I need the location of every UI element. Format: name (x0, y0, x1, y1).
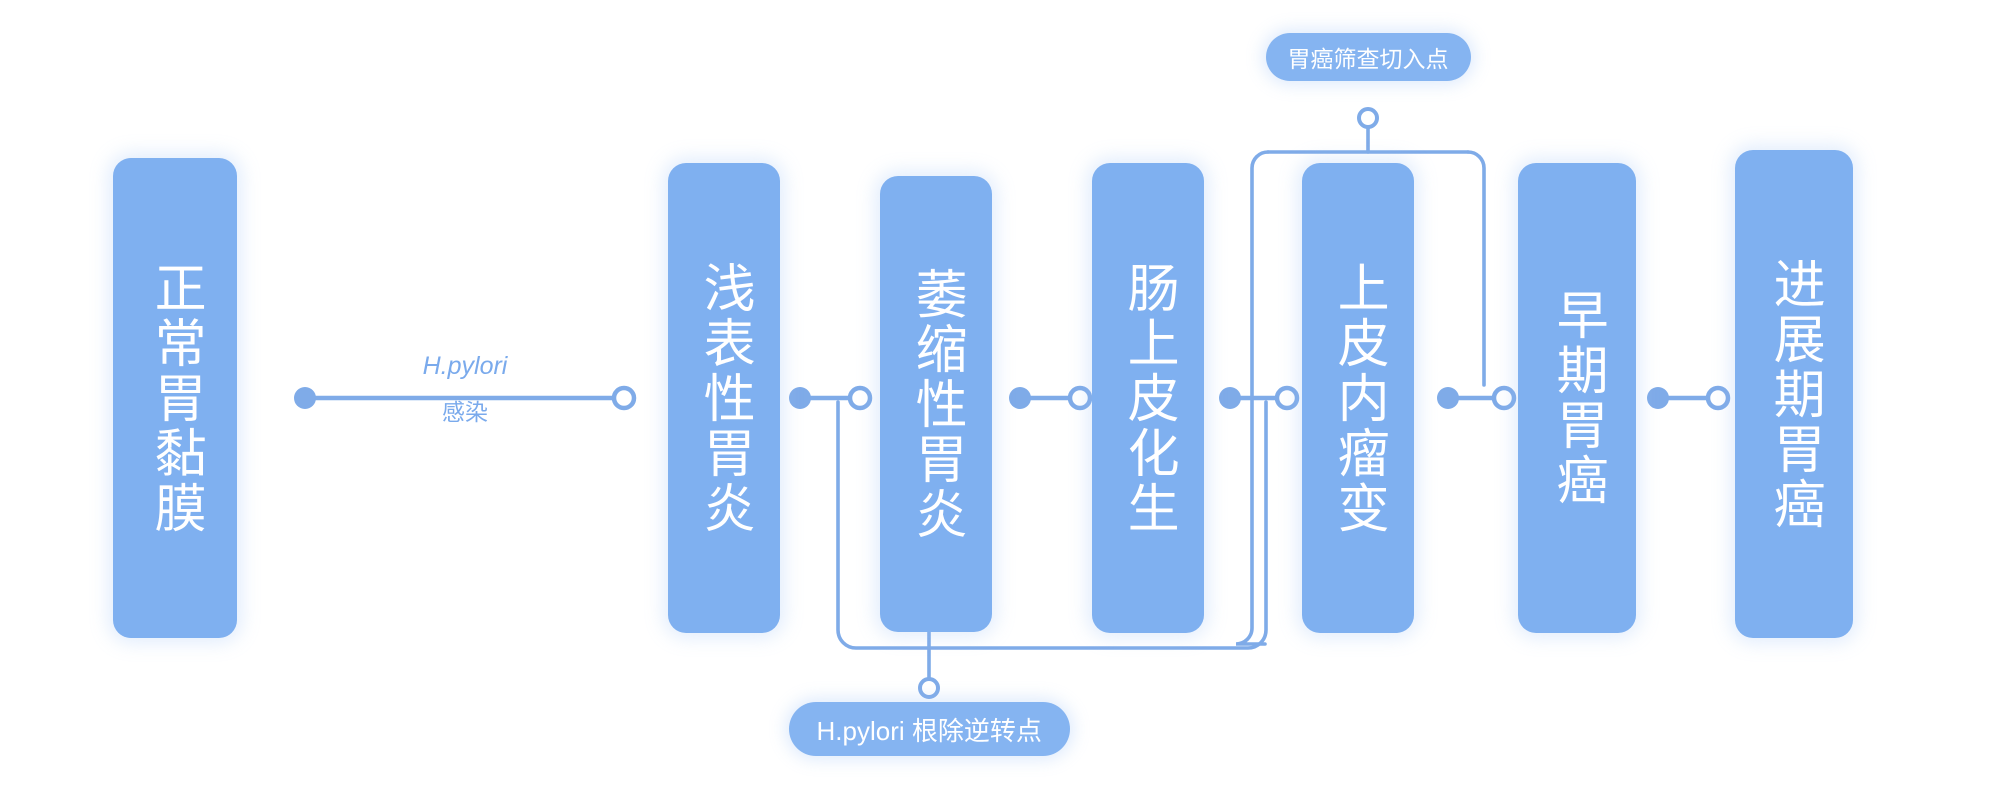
stage-node-label: 肠上皮化生 (1119, 260, 1178, 536)
stage-node-early-cancer[interactable]: 早期胃癌 (1518, 163, 1636, 633)
edge-metaplasia-to-neoplasia (1219, 385, 1300, 411)
annotation-badge-label: H.pylori 根除逆转点 (816, 715, 1042, 746)
stage-node-label: 进展期胃癌 (1765, 256, 1824, 532)
annotation-badge-label: 胃癌筛查切入点 (1287, 46, 1449, 72)
annotation-badge-screening-entry[interactable]: 胃癌筛查切入点 (1265, 33, 1471, 81)
annotation-badge-eradication-point[interactable]: H.pylori 根除逆转点 (788, 702, 1070, 756)
stage-node-normal[interactable]: 正常胃黏膜 (113, 158, 237, 638)
edge-neoplasia-to-early-cancer (1437, 385, 1517, 411)
edge-label-top: H.pylori (422, 352, 508, 380)
stage-node-label: 萎缩性胃炎 (907, 266, 966, 542)
stage-node-label: 正常胃黏膜 (146, 260, 205, 536)
stage-node-label: 上皮内瘤变 (1329, 260, 1388, 536)
stage-node-late-cancer[interactable]: 进展期胃癌 (1735, 150, 1853, 638)
stage-node-atrophic[interactable]: 萎缩性胃炎 (880, 176, 992, 632)
edge-label-bottom: 感染 (442, 398, 488, 425)
edge-superficial-to-atrophic (789, 385, 873, 411)
stage-node-label: 浅表性胃炎 (695, 260, 754, 536)
stage-node-superficial[interactable]: 浅表性胃炎 (668, 163, 780, 633)
stage-node-neoplasia[interactable]: 上皮内瘤变 (1302, 163, 1414, 633)
edge-label-hpylori-infection: H.pylori 感染 (355, 352, 575, 425)
edge-atrophic-to-metaplasia (1009, 385, 1093, 411)
edge-early-to-late-cancer (1647, 385, 1731, 411)
stage-node-label: 早期胃癌 (1548, 288, 1607, 508)
stage-node-metaplasia[interactable]: 肠上皮化生 (1092, 163, 1204, 633)
